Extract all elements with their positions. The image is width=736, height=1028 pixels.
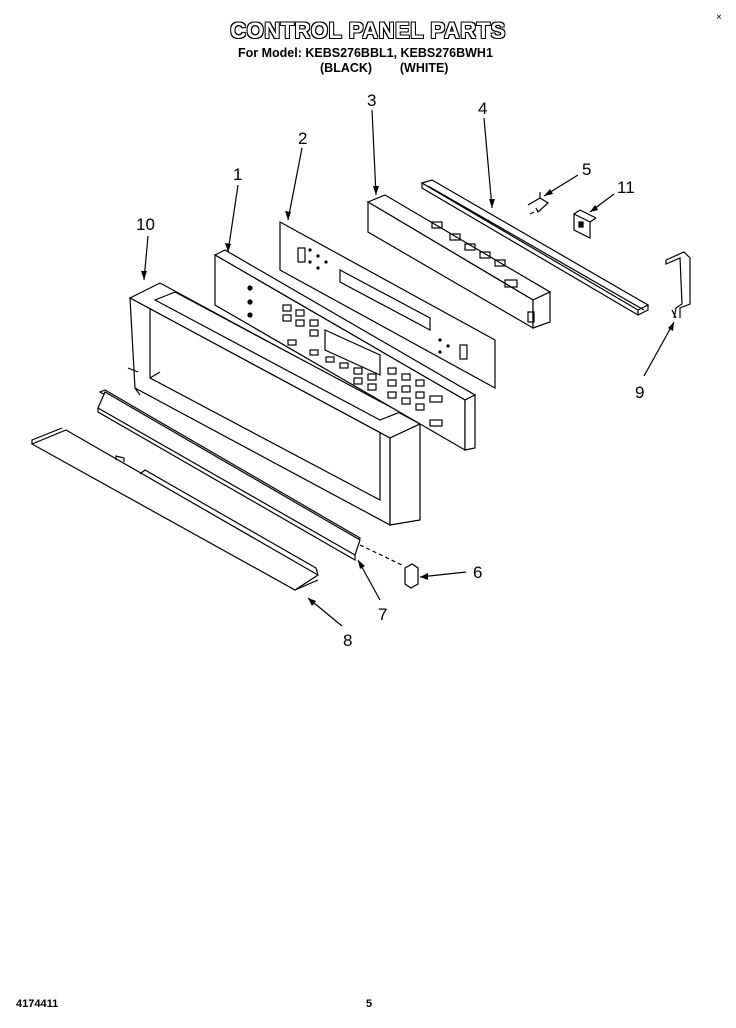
leader-4 bbox=[483, 117, 493, 209]
callout-6: 6 bbox=[473, 563, 482, 582]
part-number: 4174411 bbox=[16, 998, 59, 1010]
page-number: 5 bbox=[366, 998, 373, 1010]
part-6-clip bbox=[359, 544, 419, 589]
callout-2: 2 bbox=[298, 129, 307, 148]
part-4-rail bbox=[420, 179, 650, 317]
callout-11: 11 bbox=[617, 178, 635, 197]
callout-8: 8 bbox=[343, 631, 352, 650]
callout-labels: 1 2 3 4 5 6 7 8 9 10 11 bbox=[136, 91, 644, 650]
leader-3 bbox=[371, 109, 377, 196]
callout-4: 4 bbox=[478, 99, 487, 118]
part-5-clip bbox=[527, 192, 549, 215]
model-line: For Model: KEBS276BBL1, KEBS276BWH1 bbox=[238, 46, 493, 60]
callout-5: 5 bbox=[582, 160, 591, 179]
leader-9 bbox=[643, 321, 675, 377]
part-8-lower-trim bbox=[30, 427, 320, 591]
part-2-circuit-panel bbox=[279, 220, 496, 390]
part-9-bent-bracket bbox=[665, 251, 691, 319]
leader-2 bbox=[287, 147, 303, 221]
callout-3: 3 bbox=[367, 91, 376, 110]
corner-mark: × bbox=[716, 12, 722, 23]
callout-7: 7 bbox=[378, 605, 387, 624]
variant-white: (WHITE) bbox=[399, 61, 449, 75]
part-3-bracket bbox=[366, 194, 552, 330]
part-1-overlay bbox=[213, 249, 477, 452]
color-variants: (BLACK) (WHITE) bbox=[320, 61, 448, 75]
variant-black: (BLACK) bbox=[320, 61, 373, 75]
page-title: CONTROL PANEL PARTS bbox=[230, 18, 506, 43]
callout-1: 1 bbox=[233, 165, 242, 184]
part-10-panel-frame bbox=[127, 282, 422, 527]
leader-lines bbox=[141, 109, 675, 627]
callout-10: 10 bbox=[136, 215, 155, 234]
part-7-trim-strip bbox=[97, 389, 362, 562]
callout-9: 9 bbox=[635, 383, 644, 402]
leader-1 bbox=[227, 184, 239, 253]
part-11-small-bracket bbox=[573, 209, 597, 239]
